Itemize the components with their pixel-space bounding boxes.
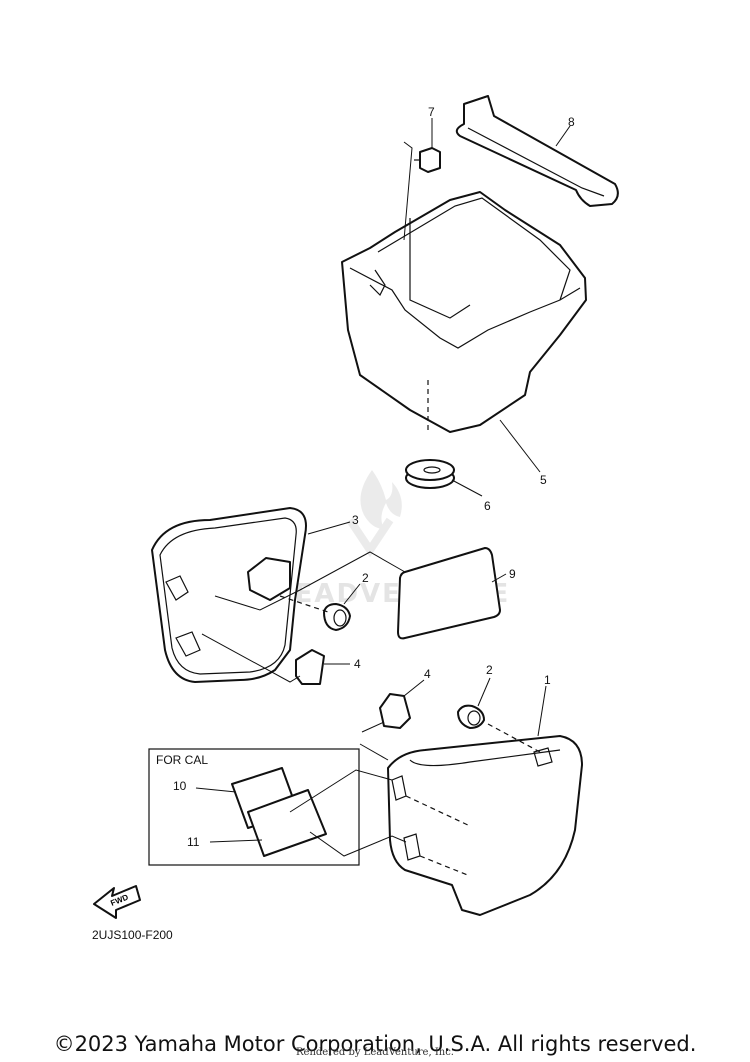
callout-10: 10 [173, 779, 187, 793]
callout-5: 5 [540, 473, 547, 487]
callout-9: 9 [509, 567, 516, 581]
part-3-side-cover [151, 507, 307, 683]
callout-2-upper: 2 [362, 571, 369, 585]
part-2-grommet-upper [323, 603, 351, 631]
part-6-grommet [405, 459, 455, 489]
renderer-credit: Rendered by LeadVenture, Inc. [296, 1047, 454, 1058]
part-4-damper-upper [295, 649, 325, 685]
callout-4-lower: 4 [424, 667, 431, 681]
part-2-grommet-lower [457, 704, 485, 729]
part-1-side-cover [387, 735, 583, 916]
callout-6: 6 [484, 499, 491, 513]
callout-1: 1 [544, 673, 551, 687]
part-11-label [247, 789, 327, 857]
part-5-battery-box [341, 191, 587, 433]
callout-3: 3 [352, 513, 359, 527]
inset-title: FOR CAL [156, 753, 208, 767]
part-9-label [397, 547, 501, 640]
fwd-arrow-icon: FWD [93, 885, 141, 919]
part-4-damper-lower [379, 693, 411, 729]
diagram-code: 2UJS100-F200 [92, 928, 173, 942]
callout-11: 11 [187, 835, 200, 849]
inset-for-cal: FOR CAL [148, 748, 360, 866]
part-7-bolt [414, 147, 441, 173]
part-8-battery-strap [455, 95, 619, 207]
callout-2-lower: 2 [486, 663, 493, 677]
callout-7: 7 [428, 105, 435, 119]
leader-lines [195, 118, 571, 877]
callout-4-upper: 4 [354, 657, 361, 671]
callout-labels: 1 2 2 3 4 4 5 6 7 8 9 10 11 [173, 105, 575, 849]
callout-8: 8 [568, 115, 575, 129]
copyright-footer: ©2023 Yamaha Motor Corporation, U.S.A. A… [53, 1032, 697, 1056]
